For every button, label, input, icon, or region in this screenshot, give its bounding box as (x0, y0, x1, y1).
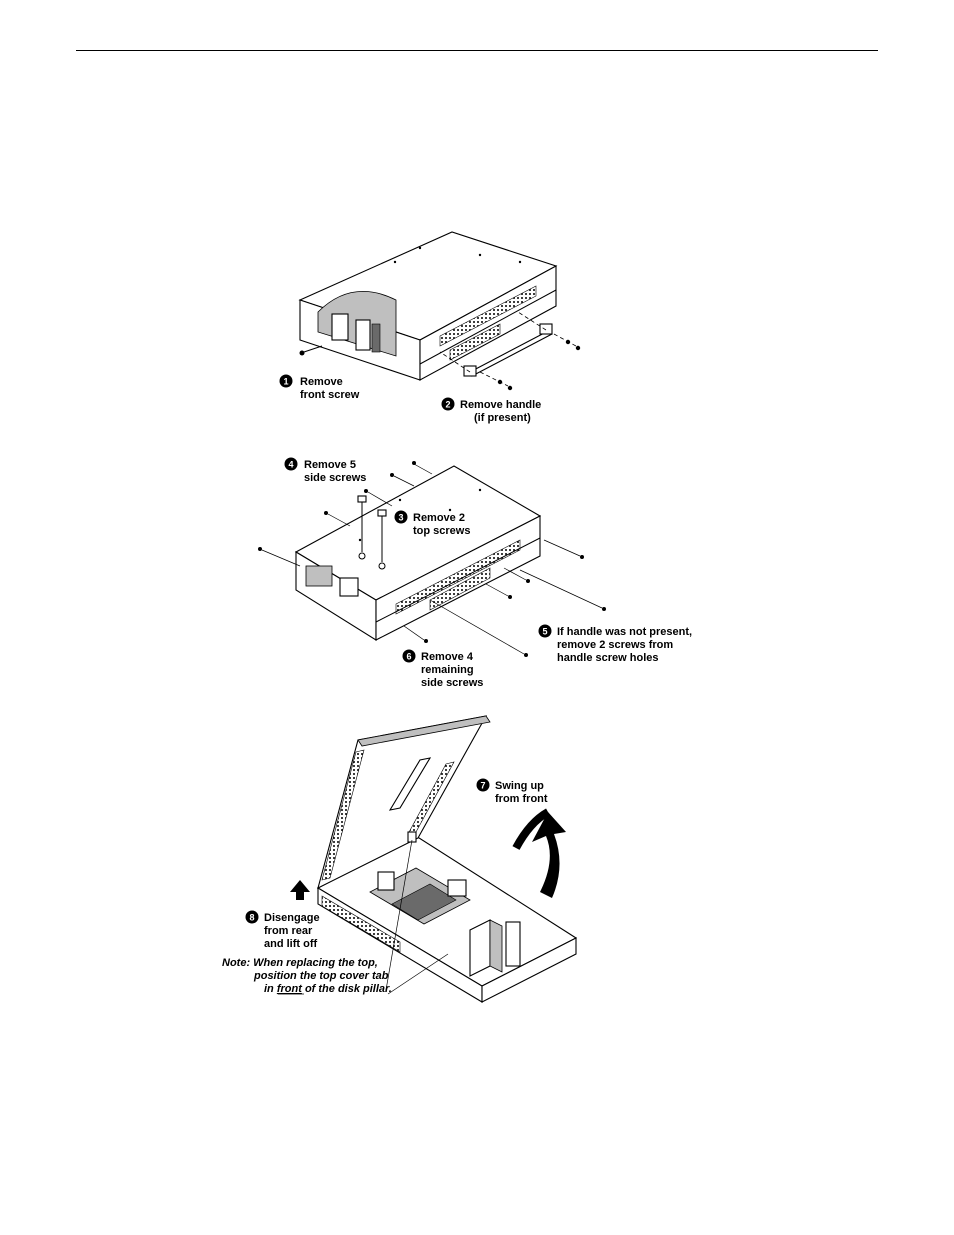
svg-text:in front of the disk pillar.: in front of the disk pillar. (264, 983, 392, 995)
svg-text:8: 8 (249, 913, 254, 923)
chassis-view-2 (258, 461, 606, 657)
step-2-callout: 2 Remove handle (if present) (441, 397, 541, 424)
step-number-badge (279, 374, 293, 388)
side-screws (258, 461, 606, 657)
disengage-arrow (290, 880, 310, 900)
step-number-badge (394, 510, 408, 524)
step-5-callout: 5 If handle was not present, remove 2 sc… (538, 624, 692, 664)
chassis-view-1 (298, 231, 581, 391)
svg-text:5: 5 (542, 627, 547, 637)
note-line-2: position the top cover tab (253, 970, 389, 982)
step-number-badge (441, 397, 455, 411)
svg-text:4: 4 (288, 460, 293, 470)
svg-text:and lift off: and lift off (264, 938, 317, 950)
note-line-1: When replacing the top, (253, 957, 378, 969)
handle (439, 311, 553, 377)
tab-leader-line (385, 839, 413, 991)
step-3-callout: 3 Remove 2 top screws (394, 510, 470, 537)
handle-screws (479, 333, 581, 391)
step-6-callout: 6 Remove 4 remaining side screws (402, 649, 483, 689)
svg-text:Remove handle: Remove handle (460, 399, 541, 411)
note-line-3-post: of the disk pillar. (302, 983, 392, 995)
svg-text:Remove 5: Remove 5 (304, 459, 356, 471)
top-screws (357, 495, 387, 570)
svg-text:remove 2 screws from: remove 2 screws from (557, 639, 673, 651)
svg-text:2: 2 (445, 400, 450, 410)
step-1-callout: 1 Remove front screw (279, 374, 360, 401)
svg-text:7: 7 (480, 781, 485, 791)
svg-text:remaining: remaining (421, 664, 474, 676)
step-number-badge (476, 778, 490, 792)
swing-up-arrow (512, 808, 566, 898)
note-line-3-pre: in (264, 983, 277, 995)
svg-text:from rear: from rear (264, 925, 313, 937)
disk-pillar (469, 919, 521, 977)
replacement-note: Note: When replacing the top, position t… (222, 957, 392, 995)
svg-text:Note: When replacing the top,: Note: When replacing the top, (222, 957, 378, 969)
step-4-callout: 4 Remove 5 side screws (284, 457, 366, 484)
svg-text:Disengage: Disengage (264, 912, 320, 924)
svg-text:(if present): (if present) (474, 412, 531, 424)
step-number-badge (245, 910, 259, 924)
svg-text:side screws: side screws (421, 677, 483, 689)
header-rule (76, 50, 878, 51)
svg-text:Remove: Remove (300, 376, 343, 388)
svg-text:Swing up: Swing up (495, 780, 544, 792)
chassis-view-3 (290, 715, 578, 1003)
svg-text:1: 1 (283, 377, 288, 387)
step-8-callout: 8 Disengage from rear and lift off (245, 910, 320, 950)
svg-text:3: 3 (398, 513, 403, 523)
step-number-badge (402, 649, 416, 663)
note-line-3-front: front (277, 983, 303, 995)
svg-text:top screws: top screws (413, 525, 470, 537)
svg-text:If handle was not present,: If handle was not present, (557, 626, 692, 638)
svg-text:from front: from front (495, 793, 548, 805)
note-prefix: Note: (222, 957, 250, 969)
step-number-badge (284, 457, 298, 471)
svg-text:side screws: side screws (304, 472, 366, 484)
front-screw (299, 345, 323, 356)
svg-text:handle screw holes: handle screw holes (557, 652, 658, 664)
step-number-badge (538, 624, 552, 638)
note-leader-line (387, 953, 449, 995)
top-cover (317, 715, 491, 890)
step-7-callout: 7 Swing up from front (476, 778, 548, 805)
svg-text:front screw: front screw (300, 389, 360, 401)
svg-text:Remove 4: Remove 4 (421, 651, 474, 663)
svg-text:6: 6 (406, 652, 411, 662)
svg-text:Remove 2: Remove 2 (413, 512, 465, 524)
